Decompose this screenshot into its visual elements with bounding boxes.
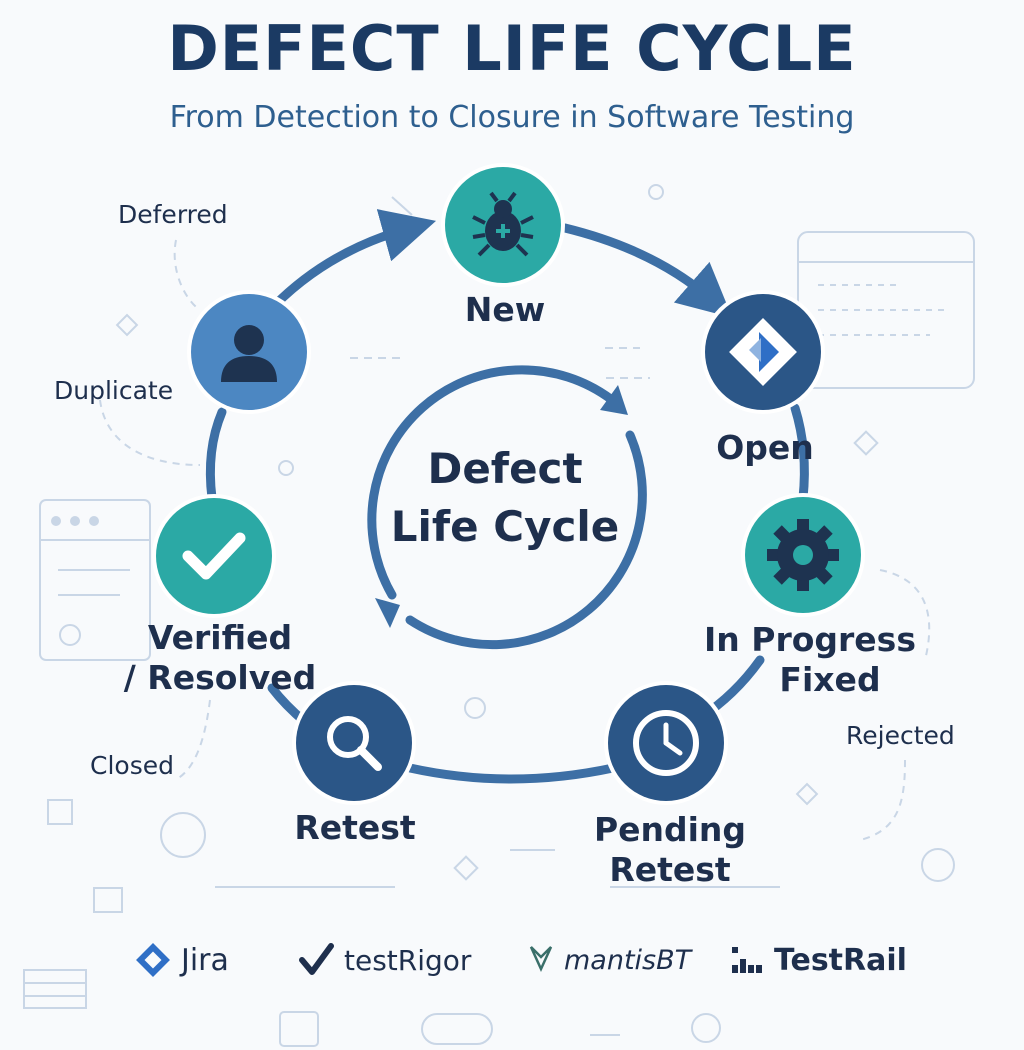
- stage-node-retest: [292, 681, 416, 805]
- inner-cycle: [367, 365, 647, 650]
- background-decor: [23, 184, 975, 1047]
- window-decor-right: [797, 231, 975, 389]
- stage-node-new: [441, 163, 565, 287]
- mantis-icon: [529, 946, 553, 973]
- arc-open-to-progress: [790, 403, 809, 503]
- arc-verified-to-user: [205, 407, 227, 503]
- stage-label-verified-line1: Verified: [147, 618, 293, 657]
- stage-node-verified: [152, 494, 276, 618]
- user-icon: [221, 325, 277, 382]
- stage-node-pending-retest: [604, 681, 728, 805]
- side-state-closed: Closed: [90, 751, 174, 780]
- stage-node-user: [187, 290, 311, 414]
- jira-icon: [136, 943, 170, 977]
- side-state-deferred: Deferred: [118, 200, 228, 229]
- center-label-line1: Defect: [427, 444, 583, 493]
- tool-jira: Jira: [135, 936, 229, 984]
- side-state-rejected: Rejected: [846, 721, 955, 750]
- tool-mantisbt-name: mantisBT: [564, 944, 692, 976]
- stage-label-new: New: [464, 290, 546, 329]
- stage-node-open: [701, 290, 825, 414]
- tool-testrail-name: TestRail: [774, 942, 907, 978]
- stage-label-pending-retest-line1: Pending: [593, 810, 747, 849]
- tool-jira-name: Jira: [181, 942, 229, 978]
- stage-nodes: [152, 163, 865, 805]
- stage-label-retest: Retest: [294, 808, 416, 847]
- stage-label-verified-line2: / Resolved: [123, 658, 317, 697]
- tool-mantisbt: mantisBT: [528, 936, 691, 984]
- arrow-new-to-open: [560, 223, 733, 318]
- search-icon: [327, 716, 382, 771]
- page-title: DEFECT LIFE CYCLE: [167, 12, 857, 85]
- center-label-line2: Life Cycle: [390, 502, 620, 551]
- bug-icon: [472, 191, 534, 257]
- checkmark-icon: [182, 532, 246, 580]
- testrail-icon: [732, 947, 762, 973]
- tool-testrail: TestRail: [730, 936, 907, 984]
- arrow-user-to-new: [270, 209, 437, 310]
- stage-label-open: Open: [716, 428, 814, 467]
- stage-label-pending-retest: Pending Retest: [575, 810, 765, 890]
- check-logo-icon: [299, 943, 334, 975]
- tool-testrigor: testRigor: [298, 936, 471, 984]
- gear-icon: [767, 519, 839, 591]
- stage-label-pending-retest-line2: Retest: [609, 850, 731, 889]
- page-subtitle: From Detection to Closure in Software Te…: [169, 100, 855, 135]
- arc-pending-to-retest: [405, 763, 618, 784]
- clock-icon: [633, 710, 699, 776]
- tool-testrigor-name: testRigor: [344, 943, 472, 977]
- stage-label-verified: Verified / Resolved: [110, 618, 330, 698]
- center-label: Defect Life Cycle: [355, 440, 655, 556]
- stage-label-in-progress-line2: Fixed: [779, 660, 881, 699]
- stage-label-in-progress: In Progress Fixed: [690, 620, 930, 700]
- window-decor-left: [39, 499, 151, 661]
- side-state-duplicate: Duplicate: [54, 376, 174, 405]
- stage-node-in-progress: [741, 493, 865, 617]
- stage-label-in-progress-line1: In Progress: [704, 620, 916, 659]
